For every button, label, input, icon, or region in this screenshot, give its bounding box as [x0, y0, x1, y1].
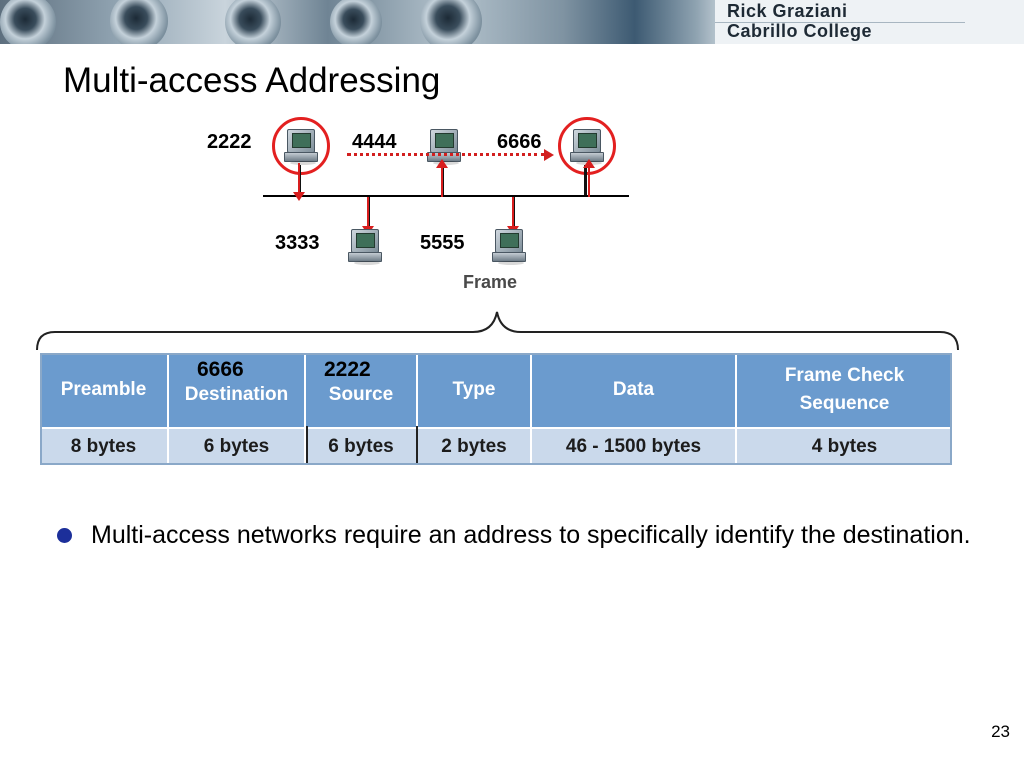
incoming-frame-arrow — [362, 197, 374, 235]
network-bus — [263, 195, 629, 197]
source-field-outline — [306, 426, 418, 465]
computer-icon — [284, 129, 318, 165]
frame-format-table: Preamble Destination Source Type Data Fr… — [40, 353, 952, 465]
banner-divider — [715, 22, 965, 23]
bullet-text: Multi-access networks require an address… — [91, 521, 971, 549]
host-label-4444: 4444 — [352, 131, 397, 153]
size-type: 2 bytes — [418, 429, 532, 464]
header-data: Data — [532, 353, 737, 427]
network-diagram: 2222 4444 6666 3333 5555 — [200, 115, 640, 275]
host-label-2222: 2222 — [207, 131, 252, 153]
header-frame-check-sequence: Frame Check Sequence — [737, 353, 952, 427]
header-banner: Rick Graziani Cabrillo College — [0, 0, 1024, 44]
host-label-5555: 5555 — [420, 232, 465, 254]
outgoing-frame-arrow — [293, 163, 305, 201]
size-data: 46 - 1500 bytes — [532, 429, 737, 464]
size-preamble: 8 bytes — [40, 429, 169, 464]
slide-number: 23 — [991, 722, 1010, 741]
bus-drop — [584, 165, 587, 195]
banner-decoration — [330, 0, 382, 44]
banner-decoration — [110, 0, 168, 44]
banner-decoration — [0, 0, 56, 44]
host-label-6666: 6666 — [497, 131, 542, 153]
frame-label: Frame — [463, 272, 518, 292]
source-address-value: 2222 — [324, 358, 371, 381]
incoming-frame-arrow — [507, 197, 519, 235]
incoming-frame-arrow — [583, 159, 595, 197]
banner-decoration — [420, 0, 482, 44]
header-type: Type — [418, 353, 532, 427]
size-frame-check-sequence: 4 bytes — [737, 429, 952, 464]
incoming-frame-arrow — [436, 159, 448, 197]
computer-icon — [348, 229, 382, 265]
size-destination: 6 bytes — [169, 429, 306, 464]
bullet-icon — [57, 528, 72, 543]
host-label-3333: 3333 — [275, 232, 320, 254]
destination-address-value: 6666 — [197, 358, 244, 381]
frame-brace — [36, 311, 959, 351]
computer-icon — [492, 229, 526, 265]
page-title: Multi-access Addressing — [63, 61, 441, 100]
size-source: 6 bytes — [306, 429, 418, 464]
header-destination: Destination — [169, 353, 306, 427]
frame-path-dotted-line — [347, 153, 545, 156]
header-preamble: Preamble — [40, 353, 169, 427]
banner-decoration — [225, 0, 281, 44]
banner-college: Cabrillo College — [727, 21, 873, 41]
banner-author: Rick Graziani — [727, 1, 848, 21]
destination-highlight-ring — [558, 117, 616, 175]
frame-path-arrowhead — [544, 149, 554, 161]
source-highlight-ring — [272, 117, 330, 175]
header-source: Source — [306, 353, 418, 427]
computer-icon — [427, 129, 461, 165]
